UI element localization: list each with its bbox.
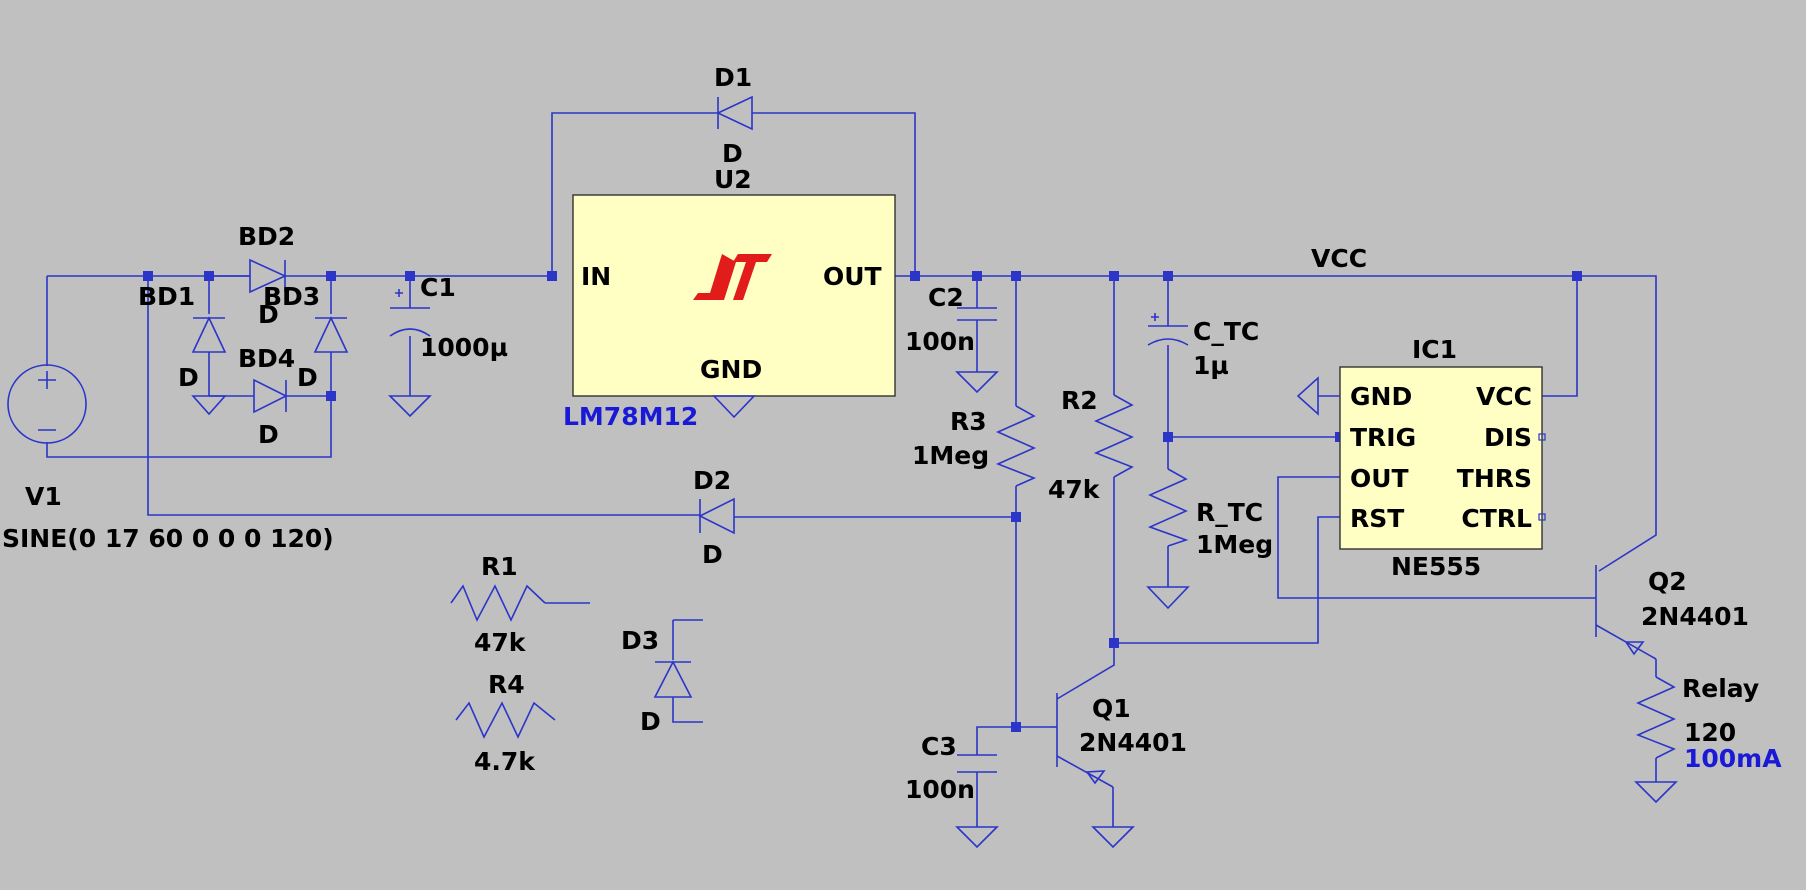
c2-value: 100n [905, 327, 975, 356]
c2-ref: C2 [928, 283, 964, 312]
r1-value: 47k [474, 628, 527, 657]
bd3-ref: BD3 [263, 282, 320, 311]
c3-ref: C3 [921, 732, 957, 761]
r4-value: 4.7k [474, 747, 536, 776]
diode-bd4[interactable]: BD4 D [238, 344, 295, 449]
r3-ref: R3 [950, 407, 987, 436]
ic1-pin-dis: DIS [1484, 423, 1532, 452]
net-label-vcc: VCC [1311, 244, 1367, 273]
transistor-q2[interactable]: Q2 2N4401 [1595, 565, 1749, 660]
wires [46, 112, 1657, 827]
bd2-ref: BD2 [238, 222, 295, 251]
r4-ref: R4 [488, 670, 525, 699]
ic1-pin-thrs: THRS [1457, 464, 1532, 493]
capacitor-c3[interactable]: C3 100n [905, 732, 999, 849]
q2-ref: Q2 [1648, 567, 1687, 596]
linear-tech-logo-icon [693, 254, 772, 300]
relay-current: 100mA [1684, 744, 1782, 773]
voltage-source-v1[interactable]: V1 SINE(0 17 60 0 0 0 120) [2, 364, 334, 553]
c1-ref: C1 [420, 273, 456, 302]
r2-value: 47k [1048, 475, 1101, 504]
q2-model: 2N4401 [1641, 602, 1749, 631]
d1-ref: D1 [714, 63, 752, 92]
capacitor-c1[interactable]: C1 1000µ [388, 273, 508, 418]
bd1-ref: BD1 [138, 282, 195, 311]
ic1-pin-out: OUT [1350, 464, 1409, 493]
u2-pin-gnd: GND [700, 355, 762, 384]
c-tc-value: 1µ [1193, 351, 1229, 380]
u2-ref: U2 [714, 165, 752, 194]
ic1-part: NE555 [1391, 552, 1481, 581]
r-tc-value: 1Meg [1196, 530, 1273, 559]
diode-bd1[interactable]: BD1 D [138, 282, 227, 416]
diode-bd2[interactable]: BD2 D [214, 222, 295, 329]
ic1-pin-rst: RST [1350, 504, 1404, 533]
q1-model: 2N4401 [1079, 728, 1187, 757]
r3-value: 1Meg [912, 441, 989, 470]
relay-ref: Relay [1682, 674, 1759, 703]
ic1-pin-vcc: VCC [1476, 382, 1532, 411]
resistor-r3[interactable]: R3 1Meg [912, 405, 1037, 487]
diode-d1[interactable]: D1 D [714, 63, 753, 168]
ic1-ref: IC1 [1412, 335, 1457, 364]
q1-ref: Q1 [1092, 694, 1131, 723]
r-tc-ref: R_TC [1196, 498, 1263, 527]
r1-ref: R1 [481, 552, 518, 581]
ic1-pin-gnd: GND [1350, 382, 1412, 411]
resistor-r1[interactable]: R1 47k [450, 552, 546, 657]
ic1-pin-trig: TRIG [1350, 423, 1416, 452]
diode-d3[interactable]: D3 D [621, 626, 693, 736]
timer-ic1[interactable]: IC1 GND TRIG OUT RST VCC DIS THRS CTRL N… [1296, 335, 1546, 581]
d3-ref: D3 [621, 626, 659, 655]
regulator-u2[interactable]: U2 IN OUT GND LM78M12 [563, 165, 896, 431]
resistor-r4[interactable]: R4 4.7k [455, 670, 556, 776]
transistor-q1[interactable]: Q1 2N4401 [1050, 693, 1187, 849]
d2-model: D [702, 540, 723, 569]
diode-d2[interactable]: D2 D [693, 466, 735, 569]
capacitor-c-tc[interactable]: C_TC 1µ [1147, 313, 1259, 380]
capacitor-c2[interactable]: C2 100n [905, 283, 999, 394]
v1-ref: V1 [25, 482, 62, 511]
u2-pin-in: IN [581, 262, 611, 291]
bd4-model: D [258, 420, 279, 449]
d3-model: D [640, 707, 661, 736]
c3-value: 100n [905, 775, 975, 804]
u2-pin-out: OUT [823, 262, 882, 291]
resistor-r-tc[interactable]: R_TC 1Meg [1146, 468, 1273, 610]
v1-value: SINE(0 17 60 0 0 0 120) [2, 524, 334, 553]
bd1-model: D [178, 363, 199, 392]
bd2-model: D [258, 300, 279, 329]
resistor-r2[interactable]: R2 47k [1048, 386, 1134, 504]
d1-model: D [722, 139, 743, 168]
r2-ref: R2 [1061, 386, 1098, 415]
u2-part: LM78M12 [563, 402, 698, 431]
relay-load[interactable]: Relay 120 100mA [1634, 674, 1782, 804]
c1-value: 1000µ [420, 333, 508, 362]
bd3-model: D [297, 363, 318, 392]
c-tc-ref: C_TC [1193, 317, 1259, 346]
diode-bd3[interactable]: BD3 D [263, 282, 349, 392]
d2-ref: D2 [693, 466, 731, 495]
relay-value: 120 [1684, 718, 1736, 747]
bd4-ref: BD4 [238, 344, 295, 373]
ic1-pin-ctrl: CTRL [1461, 504, 1532, 533]
